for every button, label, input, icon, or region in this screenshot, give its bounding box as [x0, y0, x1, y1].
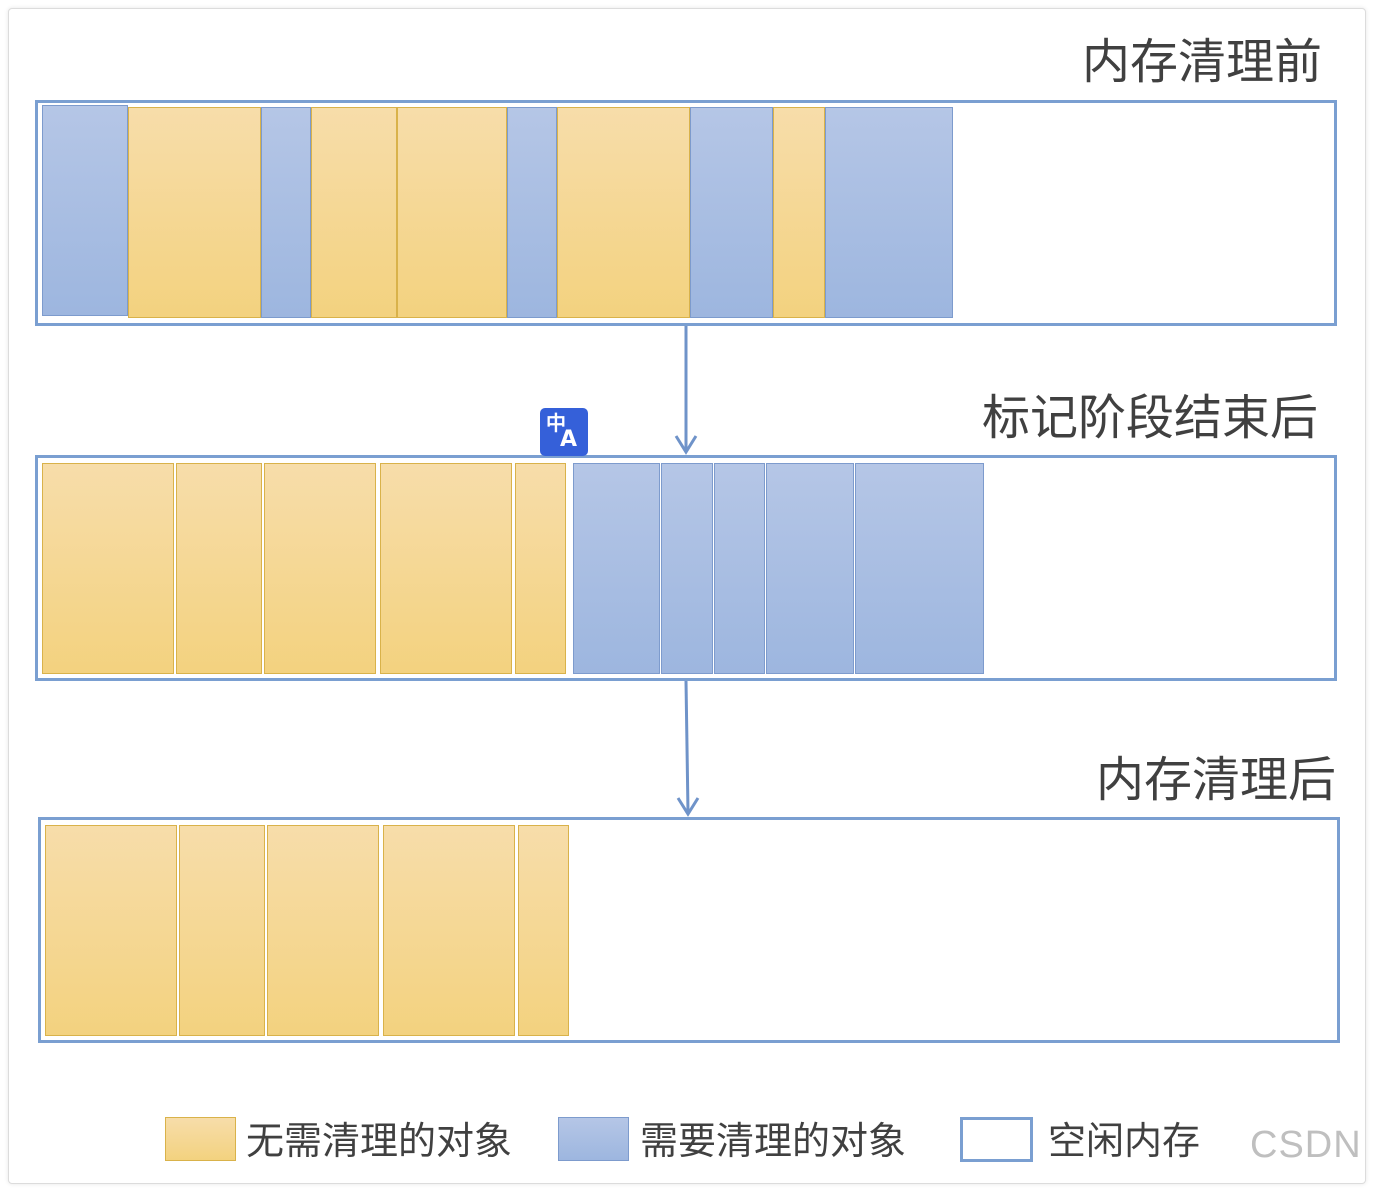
legend-swatch-keep	[165, 1117, 236, 1161]
object-to-keep	[42, 463, 174, 674]
legend-label-free: 空闲内存	[1048, 1119, 1201, 1163]
object-to-keep	[518, 825, 569, 1036]
translate-icon-en: A	[560, 427, 578, 452]
watermark: CSDN	[1250, 1124, 1362, 1166]
object-to-keep	[515, 463, 566, 674]
object-to-keep	[311, 107, 397, 318]
stage-title-marked: 标记阶段结束后	[982, 390, 1319, 446]
object-to-clean	[507, 107, 557, 318]
translate-icon[interactable]: 中 A	[540, 408, 588, 456]
object-to-keep	[179, 825, 265, 1036]
legend-label-clean: 需要清理的对象	[640, 1119, 907, 1163]
object-to-clean	[42, 105, 128, 316]
object-to-keep	[380, 463, 512, 674]
object-to-keep	[45, 825, 177, 1036]
object-to-clean	[690, 107, 773, 318]
object-to-clean	[855, 463, 984, 674]
object-to-clean	[825, 107, 953, 318]
object-to-keep	[773, 107, 825, 318]
legend-swatch-free	[960, 1117, 1033, 1162]
object-to-keep	[397, 107, 507, 318]
legend-swatch-clean	[558, 1117, 629, 1161]
object-to-clean	[661, 463, 713, 674]
object-to-keep	[128, 107, 261, 318]
translate-icon-zh: 中	[546, 411, 566, 435]
object-to-keep	[557, 107, 690, 318]
object-to-keep	[267, 825, 379, 1036]
object-to-clean	[714, 463, 765, 674]
legend-label-keep: 无需清理的对象	[246, 1119, 513, 1163]
stage-title-after: 内存清理后	[1096, 752, 1337, 808]
object-to-clean	[573, 463, 660, 674]
object-to-keep	[264, 463, 376, 674]
object-to-clean	[766, 463, 854, 674]
object-to-keep	[383, 825, 515, 1036]
object-to-clean	[261, 107, 311, 318]
object-to-keep	[176, 463, 262, 674]
stage-title-before: 内存清理前	[1082, 34, 1323, 90]
